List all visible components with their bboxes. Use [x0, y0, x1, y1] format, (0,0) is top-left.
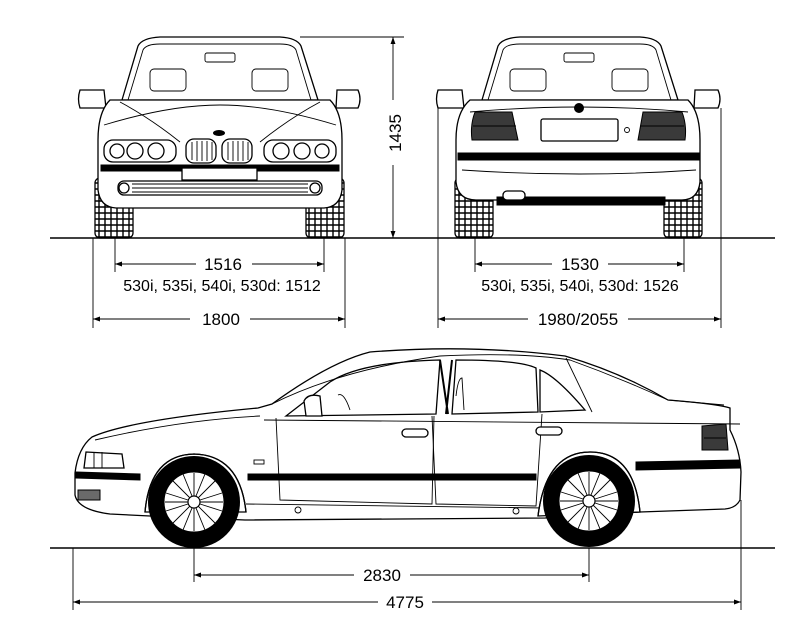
side-view: [74, 348, 742, 548]
front-track-label: 1516: [204, 255, 242, 274]
rear-view: [435, 36, 721, 239]
front-track-dimension: 1516 530i, 535i, 540i, 530d: 1512: [114, 238, 325, 295]
front-view: [77, 36, 361, 239]
length-label: 4775: [386, 593, 424, 612]
front-track-variants-label: 530i, 535i, 540i, 530d: 1512: [123, 278, 321, 295]
length-dimension: 4775: [72, 500, 742, 612]
side-rear-wheel: [543, 455, 635, 547]
rear-left-mirror: [435, 89, 465, 109]
wheelbase-label: 2830: [363, 566, 401, 585]
wheelbase-dimension: 2830: [193, 548, 590, 585]
mirror-width-dimension: 1980/2055: [437, 108, 722, 329]
rear-roof-outline: [481, 36, 679, 101]
rear-badge-icon: [574, 103, 584, 113]
side-front-door-handle: [401, 428, 429, 438]
side-mirror: [303, 394, 323, 417]
mirror-width-label: 1980/2055: [538, 310, 618, 329]
front-width-label: 1800: [202, 310, 240, 329]
rear-body: [455, 99, 701, 201]
front-badge-icon: [213, 130, 225, 136]
front-width-dimension: 1800: [92, 238, 346, 329]
side-taillight: [701, 423, 729, 451]
front-right-mirror: [335, 89, 361, 109]
front-left-mirror: [77, 89, 107, 109]
side-rear-window: [451, 359, 539, 415]
rear-right-mirror: [693, 89, 721, 109]
side-rear-door-handle: [535, 426, 563, 436]
side-front-wheel: [148, 456, 240, 548]
rear-license-plate: [540, 118, 619, 142]
front-grille-right: [221, 138, 253, 164]
side-headlight: [83, 451, 125, 469]
front-grille-left: [185, 138, 217, 164]
height-label: 1435: [386, 114, 405, 152]
side-quarter-window: [539, 369, 587, 413]
rear-track-dimension: 1530 530i, 535i, 540i, 530d: 1526: [474, 238, 685, 295]
front-roof-outline: [121, 36, 319, 101]
rear-track-label: 1530: [561, 255, 599, 274]
height-dimension: 1435: [300, 36, 405, 238]
rear-track-variants-label: 530i, 535i, 540i, 530d: 1526: [481, 278, 679, 295]
